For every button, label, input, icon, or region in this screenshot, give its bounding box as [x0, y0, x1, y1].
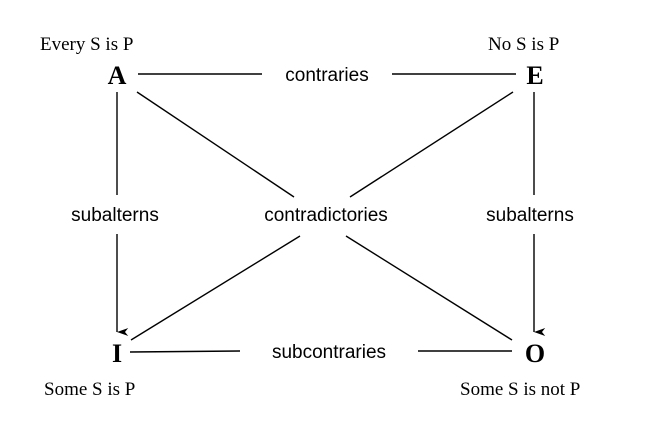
- contradictories-label: contradictories: [264, 205, 388, 226]
- corner-a-letter: A: [108, 61, 127, 90]
- diagonal-e-to-i-lower: [130, 235, 301, 341]
- corner-a-statement: Every S is P: [40, 34, 133, 55]
- diagonal-a-to-o-lower: [345, 235, 513, 341]
- corner-o-letter: O: [525, 339, 545, 368]
- corner-i-statement: Some S is P: [44, 379, 135, 400]
- diagonal-e-to-i-upper: [349, 91, 514, 198]
- right-subalterns-label: subalterns: [486, 205, 574, 226]
- corner-o-statement: Some S is not P: [460, 379, 580, 400]
- contraries-label: contraries: [285, 65, 368, 86]
- subcontraries-label: subcontraries: [272, 342, 386, 363]
- corner-e-statement: No S is P: [488, 34, 559, 55]
- corner-e-letter: E: [526, 61, 543, 90]
- diagonal-a-to-o-upper: [136, 91, 295, 198]
- subcontraries-line-left: [129, 350, 241, 353]
- left-subalterns-label: subalterns: [71, 205, 159, 226]
- corner-i-letter: I: [112, 339, 122, 368]
